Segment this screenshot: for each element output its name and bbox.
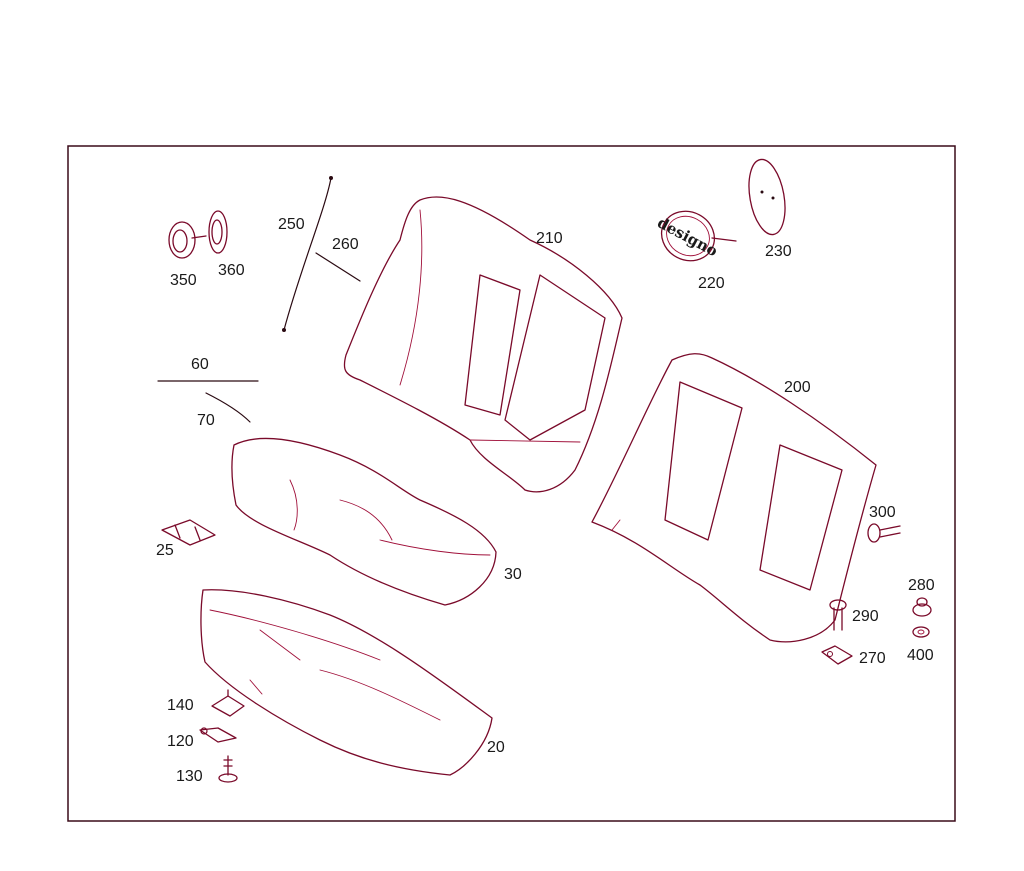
label-230: 230 <box>765 243 792 260</box>
seat-cushion-30[interactable] <box>231 437 497 606</box>
label-400: 400 <box>907 647 934 664</box>
nut-280[interactable] <box>912 597 932 617</box>
bracket-270[interactable] <box>821 645 853 665</box>
label-280: 280 <box>908 577 935 594</box>
label-20: 20 <box>487 739 505 756</box>
clip-140[interactable] <box>211 689 245 717</box>
label-210: 210 <box>536 230 563 247</box>
rod-70[interactable] <box>205 392 251 423</box>
label-130: 130 <box>176 768 203 785</box>
backrest-cover-210[interactable] <box>343 196 623 493</box>
designo-logo: designo <box>654 214 720 261</box>
disc-230[interactable] <box>744 157 791 238</box>
button-350[interactable] <box>168 221 207 259</box>
rod-260[interactable] <box>315 252 361 282</box>
label-300: 300 <box>869 504 896 521</box>
label-250: 250 <box>278 216 305 233</box>
bolt-130[interactable] <box>218 755 238 783</box>
label-360: 360 <box>218 262 245 279</box>
cover-360[interactable] <box>208 210 228 254</box>
label-25: 25 <box>156 542 174 559</box>
seat-base-20[interactable] <box>200 589 493 776</box>
bracket-120[interactable] <box>199 727 237 743</box>
label-260: 260 <box>332 236 359 253</box>
label-60: 60 <box>191 356 209 373</box>
label-270: 270 <box>859 650 886 667</box>
label-220: 220 <box>698 275 725 292</box>
label-200: 200 <box>784 379 811 396</box>
diagram-frame <box>67 145 956 822</box>
label-70: 70 <box>197 412 215 429</box>
label-30: 30 <box>504 566 522 583</box>
clip-25[interactable] <box>161 519 216 546</box>
label-120: 120 <box>167 733 194 750</box>
backrest-frame-200[interactable] <box>591 353 877 643</box>
badge-220[interactable]: designo <box>653 202 737 270</box>
label-350: 350 <box>170 272 197 289</box>
washer-400[interactable] <box>912 626 930 638</box>
label-140: 140 <box>167 697 194 714</box>
bolt-290[interactable] <box>829 599 847 631</box>
label-290: 290 <box>852 608 879 625</box>
bolt-300[interactable] <box>867 523 901 543</box>
rod-250[interactable] <box>282 176 333 332</box>
